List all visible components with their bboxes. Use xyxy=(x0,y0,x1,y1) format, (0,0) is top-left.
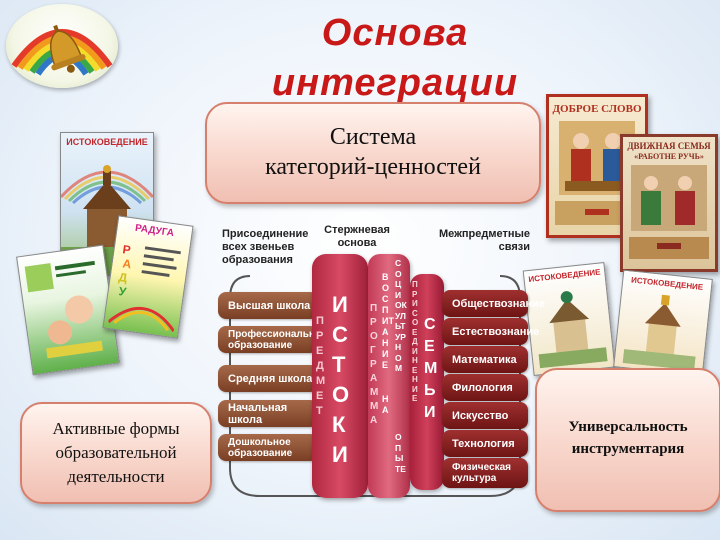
callout-right-line-1: Универсальность xyxy=(568,419,688,435)
callout-top-line-1: Система xyxy=(329,124,417,150)
callout-left-line-1: Активные формы xyxy=(52,419,180,438)
subject-pill: Обществознание xyxy=(442,290,545,317)
header-left: Присоединение всех звеньев образования xyxy=(222,228,322,267)
title-line-2: интеграции xyxy=(271,62,519,104)
svg-text:Д: Д xyxy=(118,270,129,285)
subject-pill: Искусство xyxy=(442,402,528,429)
header-left-line-2: всех звеньев xyxy=(222,241,295,253)
level-label: Средняя школа xyxy=(228,372,313,385)
istoki-column: ПРЕДМЕТ ИСТОКИ xyxy=(312,254,368,498)
subject-label: Естествознание xyxy=(452,325,540,338)
level-label: Начальная школа xyxy=(228,401,288,426)
subject-label: Филология xyxy=(452,381,513,394)
predmet-label: ПРЕДМЕТ xyxy=(316,315,326,417)
semya-column: ПРИСОЕДИНЕНИЕ СЕМЬИ xyxy=(410,274,444,490)
subject-pill: Физическая культура xyxy=(442,458,528,488)
subject-pill: Технология xyxy=(442,430,528,457)
title-line-1: Основа xyxy=(321,12,469,54)
svg-text:А: А xyxy=(122,256,133,271)
opyte-label: ОПЫТЕ xyxy=(395,432,406,474)
level-pill: Профессиональное образование xyxy=(218,326,327,353)
svg-text:Р: Р xyxy=(122,242,132,257)
header-right: Межпредметные связи xyxy=(430,228,530,254)
callout-right-line-2: инструментария xyxy=(571,441,685,457)
book-title: ДОБРОЕ СЛОВО xyxy=(552,103,642,115)
sociokulturnom-label: СОЦИОКУЛЬТУРНОМ xyxy=(395,258,407,373)
subject-label: Искусство xyxy=(452,409,509,422)
callout-top-line-2: категорий-ценностей xyxy=(265,154,481,180)
programma-column: ПРОГРАММА ВОСПИТАНИЕ НА СОЦИОКУЛЬТУРНОМ … xyxy=(368,254,410,498)
subject-pill: Естествознание xyxy=(442,318,539,345)
callout-value-system: Система категорий-ценностей xyxy=(205,102,541,204)
level-label: Высшая школа xyxy=(228,299,311,312)
level-pill: Высшая школа xyxy=(218,292,318,319)
header-center-line-2: основа xyxy=(337,237,377,249)
callout-left-line-3: деятельности xyxy=(67,467,165,486)
book-title: ИСТОКОВЕДЕНИЕ xyxy=(66,137,148,147)
book-dvizhnaya-semya-cover: ДВИЖНАЯ СЕМЬЯ «РАБОТНЕ РУЧЬ» xyxy=(620,134,718,272)
header-right-line-1: Межпредметные xyxy=(438,228,530,240)
prisoedinenie-label: ПРИСОЕДИНЕНИЕ xyxy=(412,280,419,403)
level-label-line-2: образование xyxy=(228,339,293,351)
semyi-label: СЕМЬИ xyxy=(424,316,438,421)
level-label-line-1: Дошкольное xyxy=(228,436,291,448)
book-green-cover xyxy=(16,244,120,376)
callout-left-line-2: образовательной xyxy=(55,443,177,462)
level-pill: Начальная школа xyxy=(218,400,318,427)
level-pill: Средняя школа xyxy=(218,365,318,392)
callout-universality: Универсальность инструментария xyxy=(535,368,720,512)
subject-label-line-2: культура xyxy=(452,473,497,484)
header-left-line-3: образования xyxy=(222,254,293,266)
subject-label: Математика xyxy=(452,353,517,366)
na-label: НА xyxy=(382,394,389,415)
book-istokovedenie-small-2: ИСТОКОВЕДЕНИЕ xyxy=(613,269,713,377)
book-raduga-cover: РАДУГА Р А Д У xyxy=(102,215,194,339)
level-pill: Дошкольное образование xyxy=(218,434,318,461)
subject-label-line-1: Физическая xyxy=(452,462,511,473)
header-right-line-2: связи xyxy=(498,241,530,253)
callout-active-forms: Активные формы образовательной деятельно… xyxy=(20,402,212,504)
header-left-line-1: Присоединение xyxy=(222,228,309,240)
level-label-line-2: образование xyxy=(228,447,293,459)
book-title-line-2: «РАБОТНЕ РУЧЬ» xyxy=(634,152,704,161)
programma-label: ПРОГРАММА xyxy=(370,303,379,426)
subject-pill: Филология xyxy=(442,374,528,401)
subject-pill: Математика xyxy=(442,346,528,373)
istoki-label: ИСТОКИ xyxy=(332,292,350,467)
book-title-line-1: ДВИЖНАЯ СЕМЬЯ xyxy=(627,141,711,151)
header-center: Стержневая основа xyxy=(322,224,392,250)
integration-diagram: Присоединение всех звеньев образования С… xyxy=(210,218,545,508)
level-label-line-1: Профессиональное xyxy=(228,328,327,340)
book-istokovedenie-small-1: ИСТОКОВЕДЕНИЕ xyxy=(522,262,616,376)
header-center-line-1: Стержневая xyxy=(324,224,390,236)
bell-rainbow-logo xyxy=(6,4,118,88)
vospitanie-label: ВОСПИТАНИЕ xyxy=(382,272,394,370)
subject-label: Обществознание xyxy=(452,297,546,310)
slide-title: Основа интеграции xyxy=(230,8,560,108)
svg-text:У: У xyxy=(118,284,128,299)
subject-label: Технология xyxy=(452,437,515,450)
